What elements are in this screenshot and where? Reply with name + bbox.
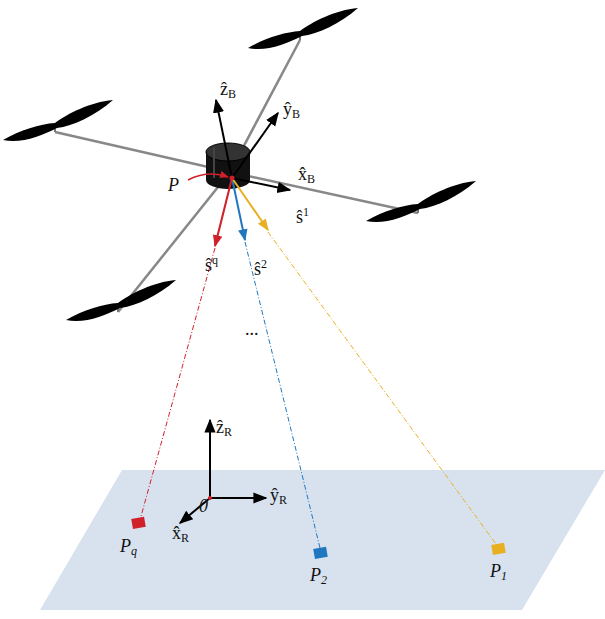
axis-label: ŷR: [270, 486, 287, 506]
propeller: [66, 280, 176, 321]
ground-point: [491, 543, 506, 555]
axis-label: ẑB: [220, 80, 236, 100]
arms: [55, 40, 418, 312]
propeller: [3, 100, 113, 141]
ground-point: [131, 517, 146, 529]
origin: [208, 496, 212, 500]
point-label: P1: [490, 562, 507, 582]
axis-label: ẑR: [216, 418, 232, 438]
propeller: [248, 8, 358, 49]
point-label: P2: [310, 566, 327, 586]
axis-label: x̂B: [298, 165, 315, 185]
sight-line: [245, 242, 320, 548]
propeller: [366, 181, 476, 222]
axis-label: x̂R: [172, 524, 189, 544]
ground-point: [313, 547, 328, 559]
leader-arrow: [188, 174, 228, 180]
vector-label: ŝ2: [254, 258, 267, 278]
unit-vector: [215, 178, 232, 246]
ground-plane: [40, 470, 605, 610]
point-p: [230, 176, 235, 181]
body-cylinder: [206, 143, 250, 189]
point-label: Pq: [120, 537, 137, 557]
ellipsis: ...: [245, 320, 259, 338]
point-label: P: [168, 176, 179, 194]
vector-label: ŝq: [205, 254, 218, 274]
axis-label: ŷB: [283, 100, 300, 120]
origin-label: 0: [199, 497, 208, 515]
unit-vector: [232, 178, 268, 230]
sight-line: [140, 248, 215, 520]
vector-label: ŝ1: [296, 206, 309, 226]
sight-line: [268, 232, 496, 544]
